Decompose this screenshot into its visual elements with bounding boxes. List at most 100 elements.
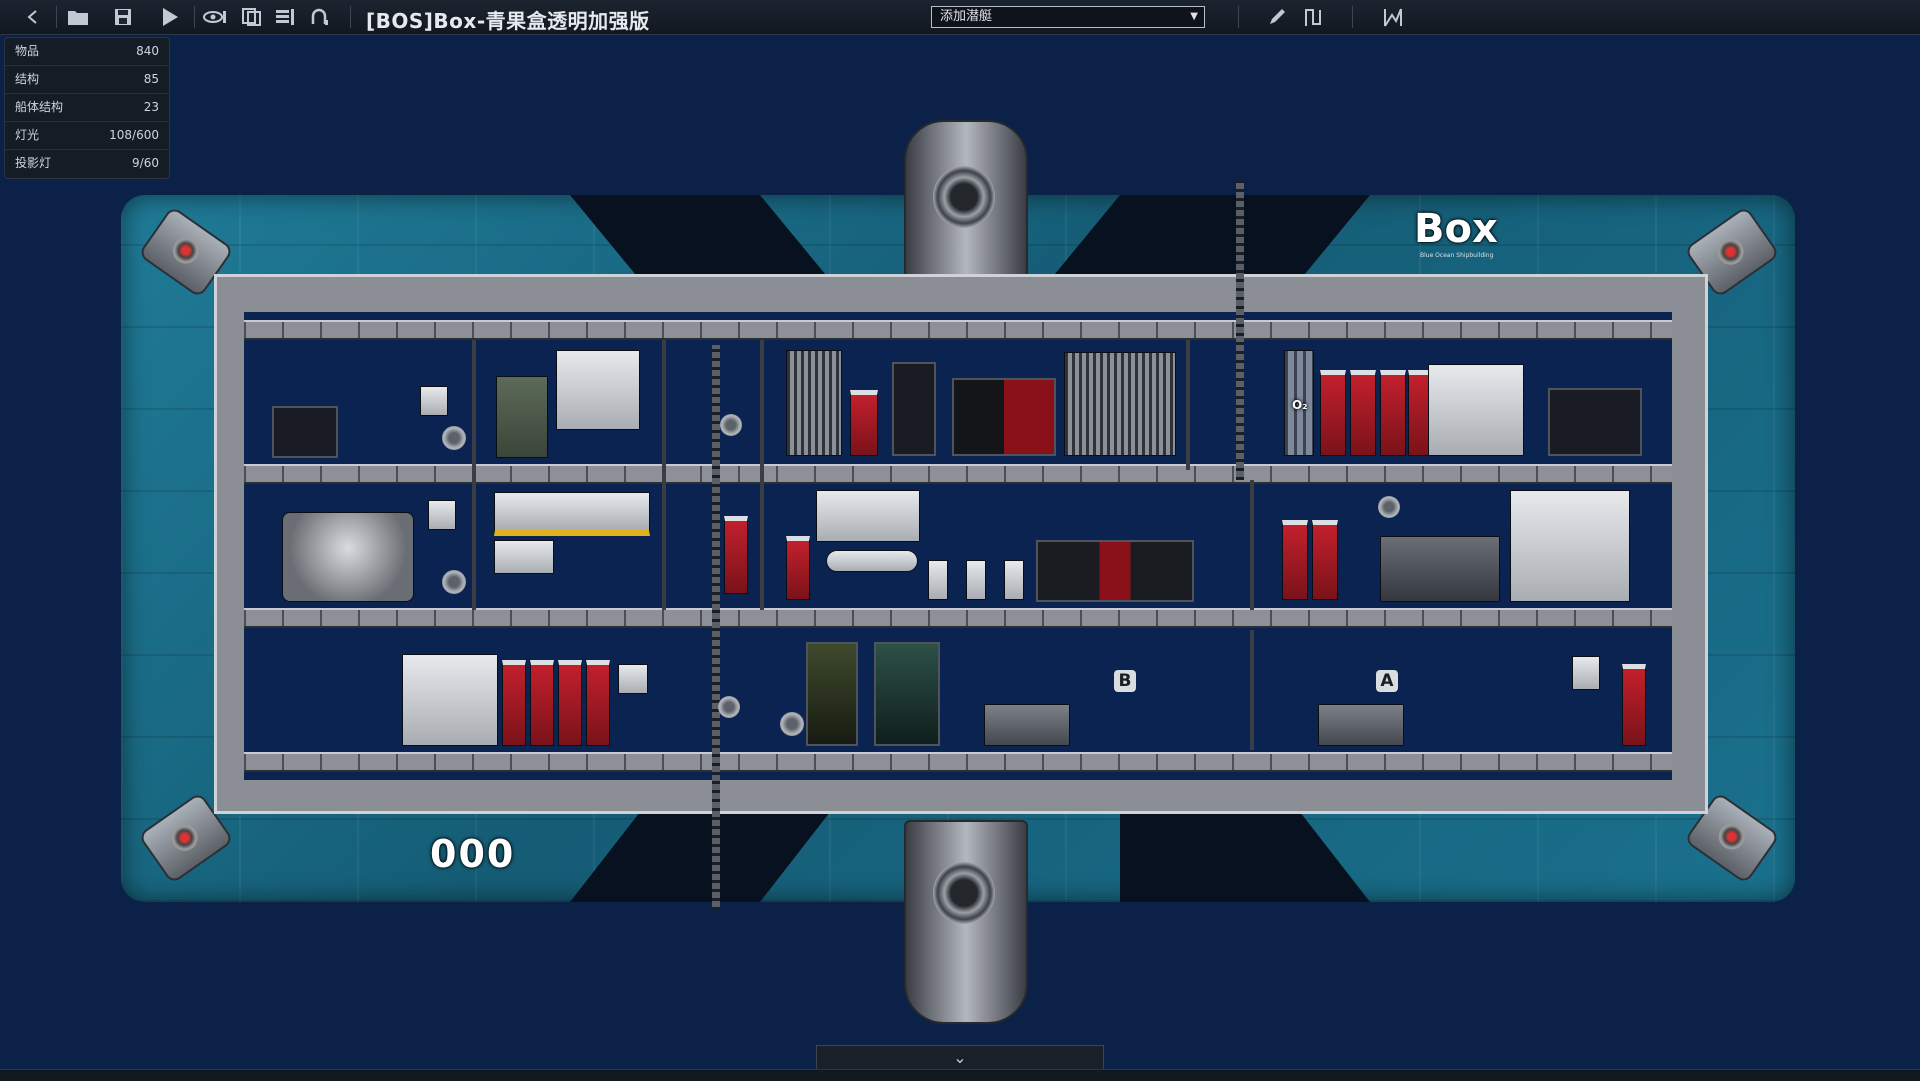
folder-icon bbox=[68, 11, 88, 25]
storage-container[interactable] bbox=[1548, 388, 1642, 456]
wall[interactable] bbox=[472, 340, 476, 610]
wall[interactable] bbox=[1250, 480, 1254, 610]
pump[interactable] bbox=[724, 516, 748, 594]
waypoint-tool-button[interactable] bbox=[1378, 4, 1408, 30]
wire-icon bbox=[1305, 9, 1321, 26]
visibility-toggle[interactable] bbox=[200, 4, 230, 30]
pump[interactable] bbox=[786, 536, 810, 600]
entity-drawer-toggle[interactable]: ⌄ bbox=[816, 1045, 1104, 1070]
submarine-title: [BOS]Box-青果盒透明加强版 bbox=[366, 9, 650, 33]
top-toolbar: [BOS]Box-青果盒透明加强版 添加潜艇 ▼ bbox=[0, 0, 1920, 35]
toolbar-divider bbox=[194, 6, 195, 28]
junction-box[interactable] bbox=[1572, 656, 1600, 690]
deck-middle[interactable] bbox=[244, 608, 1672, 628]
stat-label: 灯光 bbox=[15, 128, 40, 142]
bilge-pump[interactable] bbox=[1318, 704, 1404, 746]
docking-port-bottom[interactable] bbox=[904, 820, 1028, 1024]
switch-box[interactable] bbox=[928, 560, 948, 600]
undo-button[interactable] bbox=[304, 4, 334, 30]
oxygen-generator[interactable] bbox=[1350, 370, 1376, 456]
chevron-left-icon bbox=[27, 10, 37, 24]
junction-box[interactable] bbox=[420, 386, 448, 416]
oxygen-generator[interactable] bbox=[1380, 370, 1406, 456]
test-play-button[interactable] bbox=[155, 4, 185, 30]
hull-number: 000 bbox=[430, 832, 516, 876]
storage-cabinet[interactable] bbox=[496, 376, 548, 458]
pump[interactable] bbox=[1622, 664, 1646, 746]
pump[interactable] bbox=[1282, 520, 1308, 600]
storage-locker[interactable] bbox=[1510, 490, 1630, 602]
vent-icon bbox=[442, 426, 466, 450]
toolbar-divider bbox=[56, 6, 57, 28]
brand-logo-text: Box bbox=[1414, 206, 1498, 252]
layers-button[interactable] bbox=[237, 4, 267, 30]
fabricator[interactable] bbox=[272, 406, 338, 458]
navigation-terminal[interactable] bbox=[816, 490, 920, 542]
command-chair[interactable] bbox=[826, 550, 918, 572]
switch-box[interactable] bbox=[966, 560, 986, 600]
weapon-loader[interactable] bbox=[1036, 540, 1194, 602]
display-monitor[interactable] bbox=[892, 362, 936, 456]
oxygen-generator[interactable] bbox=[850, 390, 878, 456]
ammo-locker[interactable] bbox=[502, 660, 526, 746]
wall[interactable] bbox=[662, 340, 666, 610]
chevron-down-icon: ▼ bbox=[1190, 11, 1198, 22]
submarine-stats-panel: 物品 840 结构 85 船体结构 23 灯光 108/600 投影灯 9/60 bbox=[4, 37, 170, 179]
wiring-tool-button[interactable] bbox=[1298, 4, 1328, 30]
bilge-pump[interactable] bbox=[984, 704, 1070, 746]
room-marker-a[interactable]: A bbox=[1376, 670, 1398, 692]
vending-machine[interactable] bbox=[874, 642, 940, 746]
sonar-unit[interactable] bbox=[1380, 536, 1500, 602]
ladder[interactable] bbox=[1236, 180, 1244, 480]
stat-label: 物品 bbox=[15, 44, 40, 58]
toolbar-divider bbox=[1352, 6, 1353, 28]
add-submarine-select-value: 添加潜艇 bbox=[940, 9, 993, 24]
add-submarine-select[interactable]: 添加潜艇 ▼ bbox=[931, 6, 1205, 28]
deck-ceiling[interactable] bbox=[244, 320, 1672, 340]
draw-tool-button[interactable] bbox=[1262, 4, 1292, 30]
ammo-locker[interactable] bbox=[558, 660, 582, 746]
deck-upper[interactable] bbox=[244, 464, 1672, 484]
stat-row-structures: 结构 85 bbox=[5, 66, 169, 94]
battery-rack[interactable] bbox=[786, 350, 842, 456]
deck-floor[interactable] bbox=[244, 752, 1672, 772]
junction-box[interactable] bbox=[618, 664, 648, 694]
wall[interactable] bbox=[760, 340, 764, 610]
stat-value: 840 bbox=[136, 44, 159, 58]
stat-value: 85 bbox=[143, 72, 159, 86]
wall[interactable] bbox=[1186, 340, 1190, 470]
toolbar-divider bbox=[350, 6, 351, 28]
oxygen-generator[interactable] bbox=[1320, 370, 1346, 456]
back-button[interactable] bbox=[18, 4, 48, 30]
vent-icon bbox=[718, 696, 740, 718]
vent-icon bbox=[720, 414, 742, 436]
room-marker-b[interactable]: B bbox=[1114, 670, 1136, 692]
deconstructor[interactable] bbox=[1428, 364, 1524, 456]
toolbar-divider bbox=[1238, 6, 1239, 28]
ladder[interactable] bbox=[712, 345, 720, 910]
ammo-locker[interactable] bbox=[586, 660, 610, 746]
ammo-locker[interactable] bbox=[530, 660, 554, 746]
vending-machine[interactable] bbox=[806, 642, 858, 746]
large-cabinet[interactable] bbox=[402, 654, 498, 746]
supply-cabinet[interactable] bbox=[952, 378, 1056, 456]
open-button[interactable] bbox=[63, 4, 93, 30]
power-grid-rack[interactable] bbox=[1064, 352, 1176, 456]
vent-icon bbox=[442, 570, 466, 594]
medical-fabricator[interactable] bbox=[556, 350, 640, 430]
power-switch-panel[interactable] bbox=[494, 492, 650, 536]
stat-label: 结构 bbox=[15, 72, 40, 86]
o2-label: O₂ bbox=[1292, 398, 1308, 412]
oxygen-tank-rack[interactable] bbox=[1284, 350, 1314, 456]
docking-hatch-icon bbox=[933, 862, 995, 924]
pump[interactable] bbox=[1312, 520, 1338, 600]
battery-unit[interactable] bbox=[494, 540, 554, 574]
entity-list-button[interactable] bbox=[270, 4, 300, 30]
save-button[interactable] bbox=[108, 4, 138, 30]
stat-row-lights: 灯光 108/600 bbox=[5, 122, 169, 150]
wall[interactable] bbox=[1250, 630, 1254, 750]
reactor-engine[interactable] bbox=[282, 512, 414, 602]
switch-box[interactable] bbox=[1004, 560, 1024, 600]
junction-box[interactable] bbox=[428, 500, 456, 530]
